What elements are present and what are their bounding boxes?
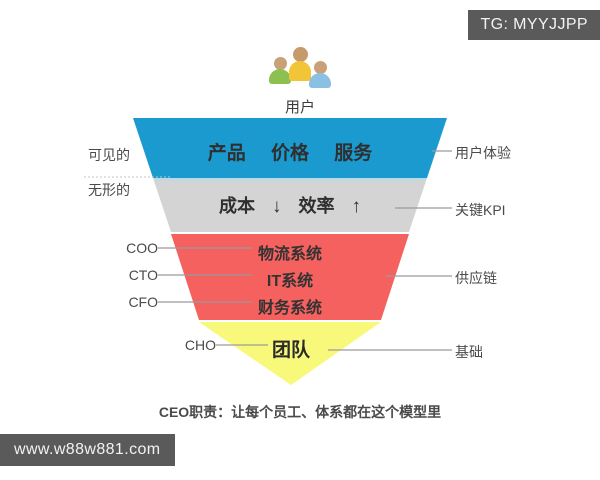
user-avatar-blue — [309, 61, 331, 88]
label-cto: CTO — [128, 267, 158, 283]
label-coo: COO — [126, 240, 158, 256]
user-avatar-green — [269, 57, 291, 84]
label-foundation: 基础 — [455, 344, 483, 360]
band-item-price: 价格 — [270, 143, 309, 164]
band-item-cost: 成本 — [218, 196, 255, 216]
label-key-kpi: 关键KPI — [455, 202, 506, 218]
avatar-body — [269, 69, 291, 84]
label-supply-chain: 供应链 — [455, 270, 497, 286]
label-cho: CHO — [184, 337, 216, 353]
band-item-efficiency: 效率 — [298, 196, 335, 216]
watermark-url: www.w88w881.com — [0, 434, 175, 466]
avatar-body — [289, 61, 311, 81]
label-cfo: CFO — [128, 294, 158, 310]
label-visible: 可见的 — [88, 147, 130, 163]
label-user-experience: 用户体验 — [455, 145, 511, 161]
band-item-product: 产品 — [207, 143, 246, 164]
diagram-caption: CEO职责：让每个员工、体系都在这个模型里 — [158, 404, 442, 420]
funnel-band-foundation — [199, 322, 381, 385]
band-row-it: IT系统 — [266, 273, 314, 290]
watermark-tag: TG: MYYJJPP — [468, 10, 600, 40]
funnel-band-kpi — [154, 181, 426, 232]
funnel-band-divider — [153, 178, 427, 181]
user-avatar-yellow — [289, 47, 311, 81]
arrow-down-icon: ↓ — [271, 196, 282, 217]
avatar-head — [273, 57, 287, 70]
avatar-body — [309, 73, 331, 88]
band-row-finance: 财务系统 — [257, 300, 322, 317]
arrow-up-icon: ↑ — [351, 196, 362, 217]
funnel-band-supply-chain — [171, 234, 409, 320]
band-row-team: 团队 — [271, 340, 310, 361]
users-group: 用户 — [247, 44, 353, 117]
users-label: 用户 — [284, 99, 315, 116]
band-item-service: 服务 — [334, 143, 373, 164]
band-label-experience: 产品 价格 服务 — [133, 138, 447, 165]
avatar-head — [292, 47, 308, 62]
users-icon — [267, 44, 333, 88]
band-label-kpi: 成本 ↓ 效率 ↑ — [160, 192, 420, 218]
avatar-head — [313, 61, 327, 74]
label-invisible: 无形的 — [88, 182, 130, 198]
funnel-band-experience — [133, 118, 447, 178]
band-row-logistics: 物流系统 — [257, 246, 322, 263]
